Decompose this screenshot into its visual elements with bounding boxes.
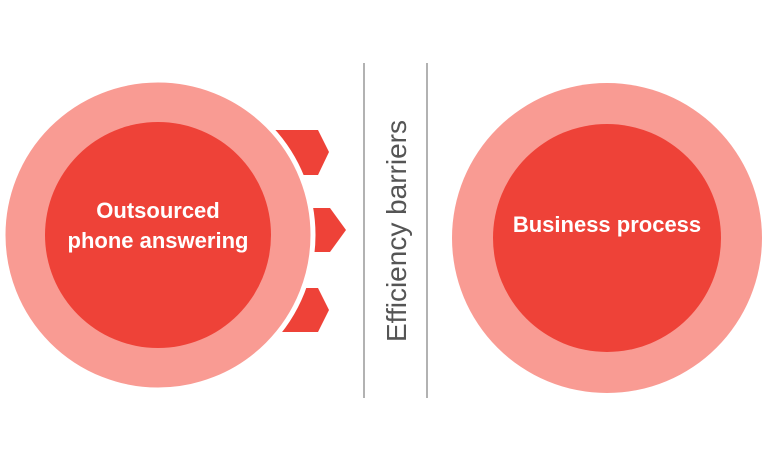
- left-inner-circle: [45, 122, 271, 348]
- left-circle-line-2: phone answering: [68, 228, 249, 253]
- left-circle-line-1: Outsourced: [96, 198, 219, 223]
- right-inner-circle: [493, 124, 721, 352]
- right-circle-label: Business process: [513, 212, 701, 237]
- barrier-label: Efficiency barriers: [381, 120, 412, 342]
